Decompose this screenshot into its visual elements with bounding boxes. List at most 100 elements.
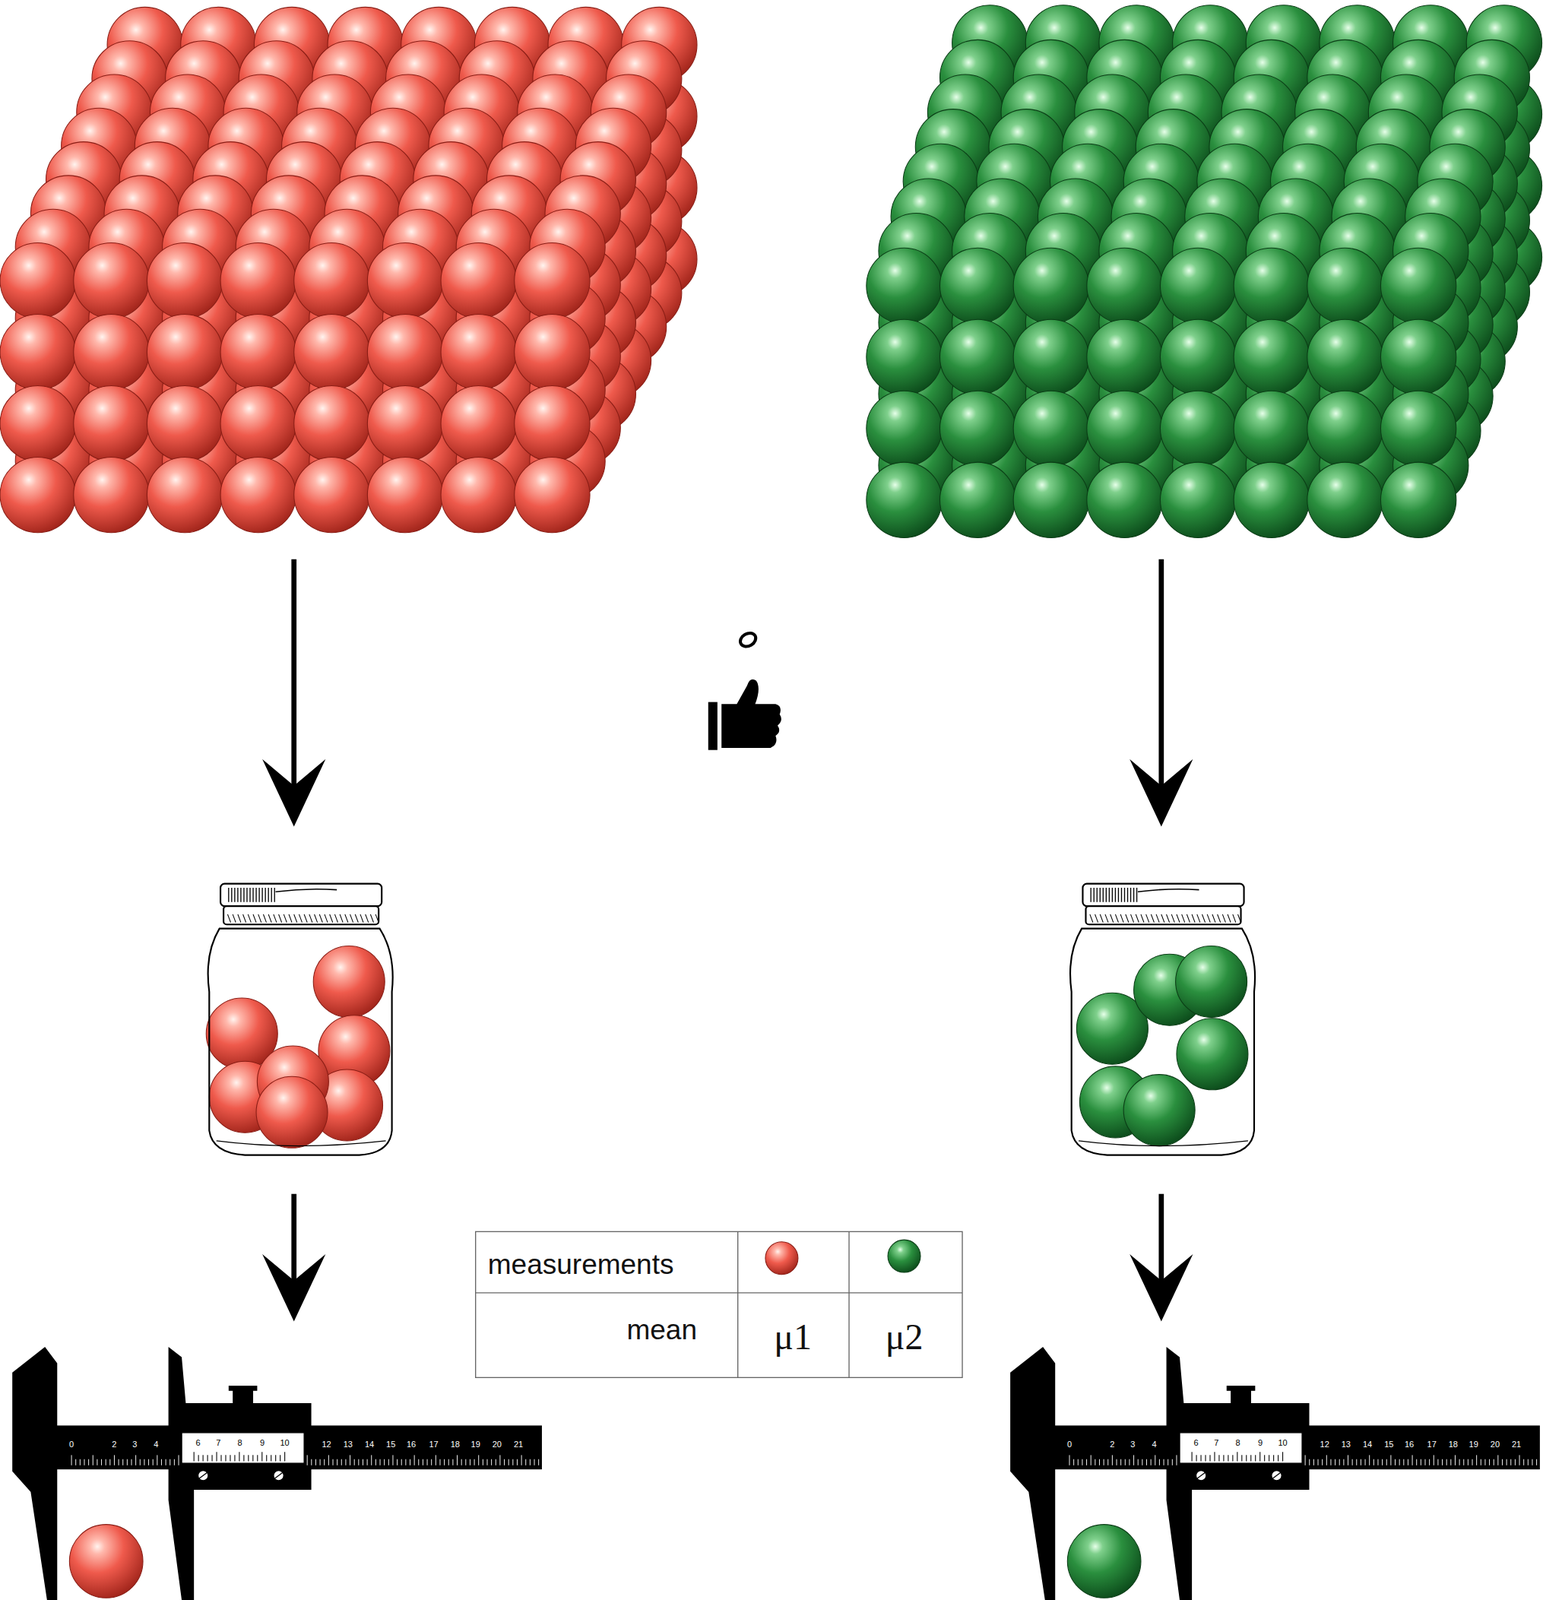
scale-number: 13 (343, 1439, 353, 1448)
table-row-label: mean (626, 1315, 698, 1344)
scale-number: 13 (1341, 1439, 1351, 1448)
vernier-number: 8 (1235, 1438, 1240, 1448)
scale-number: 14 (1362, 1439, 1372, 1448)
red-sphere (440, 243, 517, 319)
scale-number: 3 (132, 1439, 137, 1448)
vernier-caliper (1010, 1346, 1540, 1600)
green-sphere (1233, 247, 1309, 324)
red-sphere (514, 313, 590, 390)
scale-number: 0 (69, 1439, 74, 1448)
scale-number: 18 (1448, 1439, 1458, 1448)
scale-number: 2 (111, 1439, 117, 1448)
scale-number: 15 (1384, 1439, 1394, 1448)
green-sample-ball (1123, 1074, 1195, 1147)
scale-number: 12 (1320, 1439, 1330, 1448)
green-sphere (1013, 462, 1089, 538)
scale-number: 21 (1511, 1439, 1521, 1448)
red-sphere (514, 456, 590, 533)
red-sphere (146, 456, 222, 533)
vernier-number: 9 (1257, 1438, 1263, 1448)
scale-number: 4 (153, 1439, 159, 1448)
red-sphere (146, 313, 222, 390)
green-sphere (866, 462, 942, 538)
green-sphere (1086, 319, 1163, 395)
red-sphere (146, 243, 222, 319)
red-measured-ball (69, 1524, 143, 1599)
green-sphere (1159, 247, 1236, 324)
red-sphere (0, 456, 76, 533)
red-sphere (514, 385, 590, 461)
vernier-number: 7 (1213, 1438, 1219, 1448)
red-sphere (294, 243, 370, 319)
scale-number: 2 (1109, 1439, 1115, 1448)
green-population (866, 5, 1543, 539)
red-sphere (146, 385, 222, 461)
green-sphere (866, 247, 942, 324)
green-sample-ball (1175, 945, 1248, 1018)
green-sphere (940, 462, 1016, 538)
green-sphere (1159, 319, 1236, 395)
green-sphere (1307, 462, 1383, 538)
vernier-number: 10 (279, 1438, 289, 1448)
red-sphere (220, 385, 296, 461)
scale-number: 16 (406, 1439, 416, 1448)
scale-number: 19 (1469, 1439, 1479, 1448)
green-sphere (1307, 319, 1383, 395)
red-sphere (440, 313, 517, 390)
scale-number: 21 (513, 1439, 523, 1448)
scale-number: 20 (1490, 1439, 1500, 1448)
vernier-number: 6 (1193, 1438, 1198, 1448)
vernier-number: 7 (215, 1438, 221, 1448)
measuring-arrow (1129, 1194, 1193, 1322)
green-sphere (1159, 462, 1236, 538)
green-sphere (1013, 247, 1089, 324)
scale-number: 20 (492, 1439, 502, 1448)
red-sphere (220, 243, 296, 319)
jar (1070, 883, 1255, 1156)
vernier-number: 8 (237, 1438, 242, 1448)
green-sphere (1380, 319, 1456, 395)
green-sphere (1380, 390, 1456, 466)
green-sphere (866, 319, 942, 395)
red-sphere (73, 243, 149, 319)
green-sphere (1233, 462, 1309, 538)
sampling-arrow (1129, 559, 1193, 827)
green-sphere (940, 390, 1016, 466)
red-sample-ball (313, 945, 385, 1018)
red-sphere (0, 243, 76, 319)
red-sphere (514, 243, 590, 319)
green-sample-ball (1176, 1018, 1249, 1090)
red-sphere (367, 243, 443, 319)
green-sphere (866, 390, 942, 466)
scale-number: 15 (386, 1439, 396, 1448)
green-sphere (940, 247, 1016, 324)
results-table (475, 1231, 963, 1378)
green-sphere (1013, 390, 1089, 466)
green-sphere (1086, 247, 1163, 324)
red-sphere (73, 456, 149, 533)
table-cell: μ2 (885, 1318, 924, 1356)
green-sphere (1233, 390, 1309, 466)
jar (205, 883, 393, 1156)
vernier-number: 10 (1278, 1438, 1288, 1448)
vernier-number: 6 (195, 1438, 200, 1448)
green-sphere (1380, 462, 1456, 538)
red-sphere (367, 456, 443, 533)
scale-number: 3 (1130, 1439, 1135, 1448)
table-cell: μ1 (773, 1318, 812, 1356)
red-sphere (367, 385, 443, 461)
red-sphere (294, 385, 370, 461)
vernier-number: 9 (259, 1438, 265, 1448)
red-sphere (367, 313, 443, 390)
coin-toss-icon (708, 630, 782, 750)
red-sphere (220, 313, 296, 390)
green-sphere (1086, 390, 1163, 466)
red-sphere (220, 456, 296, 533)
green-sphere (1233, 319, 1309, 395)
scale-number: 18 (450, 1439, 460, 1448)
scale-number: 14 (364, 1439, 374, 1448)
red-ball-symbol (765, 1242, 799, 1275)
measuring-arrow (262, 1194, 326, 1322)
